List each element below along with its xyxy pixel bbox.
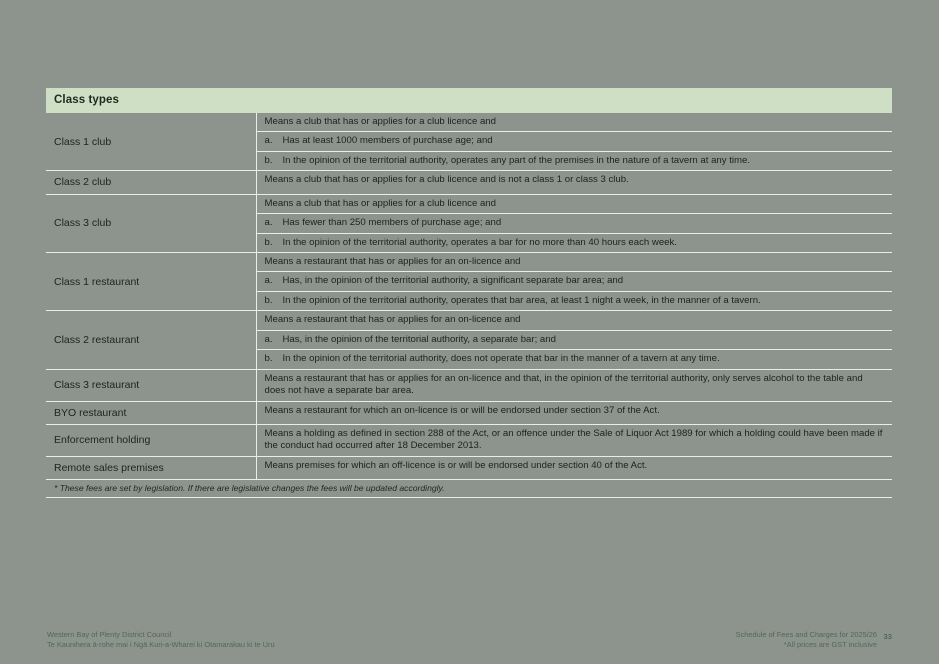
row-label: Class 2 restaurant (46, 310, 257, 370)
table-row: Class 2 club Means a club that has or ap… (46, 170, 892, 195)
description-text: Means a restaurant for which an on-licen… (264, 404, 660, 416)
class-types-table: Class types Class 1 club Means a club th… (46, 88, 893, 499)
row-description: Means a restaurant that has or applies f… (256, 310, 893, 370)
row-description: Means premises for which an off-licence … (256, 456, 892, 481)
sub-item-text: In the opinion of the territorial author… (282, 294, 761, 306)
description-text: Means a holding as defined in section 28… (264, 427, 883, 452)
table-row: Remote sales premises Means premises for… (46, 456, 892, 481)
sub-item-marker: a. (264, 135, 273, 147)
page-footer: Western Bay of Plenty District Council T… (0, 622, 939, 664)
row-description: Means a club that has or applies for a c… (256, 113, 893, 172)
footer-org-name-en: Western Bay of Plenty District Council (47, 629, 172, 639)
row-label: Class 2 club (46, 170, 257, 195)
row-label: Class 1 club (46, 113, 257, 172)
sub-item-text: Has at least 1000 members of purchase ag… (282, 135, 493, 147)
table-row: Class 3 club Means a club that has or ap… (46, 194, 893, 253)
sub-item-marker: b. (264, 353, 273, 365)
row-description: Means a club that has or applies for a c… (256, 194, 893, 253)
table-header-row: Class types (46, 88, 892, 113)
footer-organisation: Western Bay of Plenty District Council T… (47, 630, 275, 651)
sub-item-text: In the opinion of the territorial author… (282, 353, 720, 365)
description-lead: Means a club that has or applies for a c… (256, 113, 892, 133)
footer-org-name-mi: Te Kaunihera ā-rohe mai i Ngā Kuri-a-Wha… (47, 640, 275, 650)
row-label: BYO restaurant (46, 401, 257, 425)
table-row: Class 2 restaurant Means a restaurant th… (46, 310, 893, 370)
sub-item-text: Has, in the opinion of the territorial a… (282, 275, 624, 287)
sub-item-marker: b. (264, 236, 273, 248)
description-text: Means premises for which an off-licence … (264, 459, 648, 471)
row-description: Means a holding as defined in section 28… (256, 424, 892, 457)
footer-document-title: Schedule of Fees and Charges for 2025/26 (735, 629, 877, 639)
sub-item-text: Has fewer than 250 members of purchase a… (282, 217, 502, 229)
table-footnote: * These fees are set by legislation. If … (46, 479, 892, 499)
table-row: Class 3 restaurant Means a restaurant th… (46, 369, 892, 402)
description-sub-item: a. Has at least 1000 members of purchase… (256, 132, 892, 152)
row-label: Class 1 restaurant (46, 252, 257, 312)
row-label: Class 3 restaurant (46, 369, 257, 402)
description-text: Means a restaurant that has or applies f… (264, 372, 863, 397)
page-number: 33 (883, 632, 892, 641)
row-label: Class 3 club (46, 194, 257, 253)
sub-item-text: In the opinion of the territorial author… (282, 236, 677, 248)
sub-item-text: Has, in the opinion of the territorial a… (282, 333, 556, 345)
description-sub-item: b. In the opinion of the territorial aut… (257, 234, 893, 252)
description-sub-item: a. Has fewer than 250 members of purchas… (256, 214, 892, 234)
description-lead: Means a club that has or applies for a c… (256, 195, 892, 215)
row-description: Means a restaurant that has or applies f… (256, 252, 893, 312)
table-body: Class 1 club Means a club that has or ap… (46, 113, 893, 499)
row-label: Enforcement holding (46, 424, 257, 457)
description-sub-item: a. Has, in the opinion of the territoria… (256, 272, 892, 292)
description-sub-item: b. In the opinion of the territorial aut… (257, 292, 893, 310)
row-label: Remote sales premises (46, 456, 257, 481)
sub-item-marker: a. (264, 217, 273, 229)
description-sub-item: a. Has, in the opinion of the territoria… (256, 331, 892, 351)
row-description: Means a restaurant for which an on-licen… (256, 401, 892, 425)
sub-item-marker: a. (264, 275, 273, 287)
table-header-class-types: Class types (46, 88, 892, 113)
table-row: BYO restaurant Means a restaurant for wh… (46, 401, 892, 425)
sub-item-marker: a. (264, 333, 273, 345)
row-description: Means a restaurant that has or applies f… (256, 369, 892, 402)
description-lead: Means a restaurant that has or applies f… (256, 253, 892, 273)
description-sub-item: b. In the opinion of the territorial aut… (257, 152, 893, 170)
description-text: Means a club that has or applies for a c… (264, 174, 629, 186)
class-types-table-container: Class types Class 1 club Means a club th… (46, 88, 893, 499)
sub-item-marker: b. (264, 294, 273, 306)
description-lead: Means a restaurant that has or applies f… (256, 311, 892, 331)
description-sub-item: b. In the opinion of the territorial aut… (257, 350, 893, 368)
table-row: Class 1 club Means a club that has or ap… (46, 113, 893, 172)
table-row: Class 1 restaurant Means a restaurant th… (46, 252, 893, 312)
footer-gst-note: *All prices are GST inclusive (783, 640, 877, 650)
table-footnote-row: * These fees are set by legislation. If … (46, 479, 892, 499)
row-description: Means a club that has or applies for a c… (256, 170, 892, 195)
sub-item-marker: b. (264, 154, 273, 166)
table-row: Enforcement holding Means a holding as d… (46, 424, 892, 457)
sub-item-text: In the opinion of the territorial author… (282, 154, 751, 166)
footer-document-info: Schedule of Fees and Charges for 2025/26… (736, 630, 877, 651)
